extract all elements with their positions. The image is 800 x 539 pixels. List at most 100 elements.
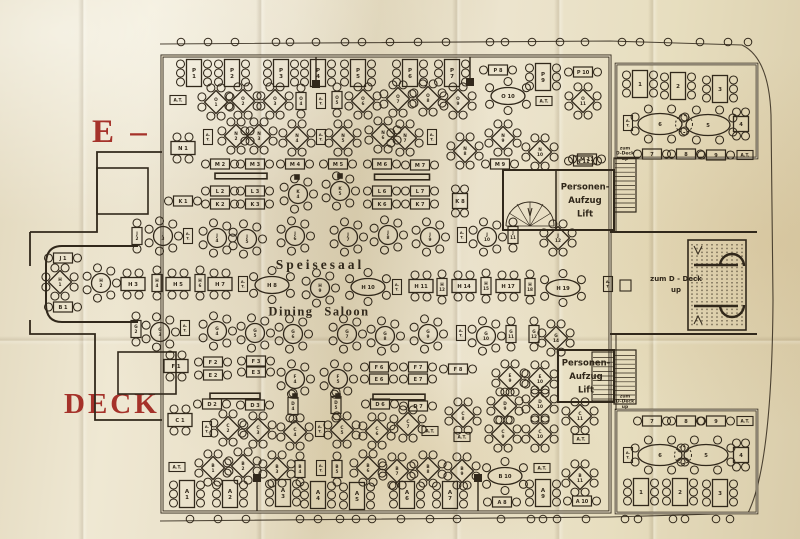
svg-text:N6: N6 bbox=[381, 130, 385, 141]
table-b10: B 10 bbox=[482, 456, 528, 496]
svg-text:5: 5 bbox=[704, 453, 708, 459]
svg-text:A.T.: A.T. bbox=[241, 279, 246, 288]
table-at: A.T. bbox=[315, 92, 327, 110]
svg-text:8: 8 bbox=[684, 419, 688, 425]
svg-text:B3: B3 bbox=[275, 464, 278, 475]
svg-text:B4: B4 bbox=[298, 464, 301, 474]
table-circle-outline bbox=[674, 446, 692, 464]
table-at: A.T. bbox=[455, 324, 467, 342]
table-h19: H 19 bbox=[540, 268, 586, 308]
svg-text:M 7: M 7 bbox=[415, 163, 426, 169]
svg-text:4: 4 bbox=[739, 453, 743, 459]
svg-text:J 1: J 1 bbox=[58, 256, 67, 262]
svg-text:K 8: K 8 bbox=[455, 199, 465, 205]
svg-text:D 6: D 6 bbox=[375, 402, 385, 408]
svg-text:G9: G9 bbox=[426, 329, 430, 340]
table-at: A.T. bbox=[533, 462, 551, 474]
svg-text:A.T.: A.T. bbox=[540, 99, 549, 105]
svg-text:G8: G8 bbox=[383, 331, 387, 342]
svg-text:E 3: E 3 bbox=[252, 370, 261, 376]
svg-text:A.T.: A.T. bbox=[395, 282, 400, 291]
svg-text:N4: N4 bbox=[295, 133, 299, 144]
table-at: A.T. bbox=[602, 275, 614, 293]
svg-text:O8: O8 bbox=[426, 93, 430, 104]
svg-text:K 3: K 3 bbox=[250, 202, 260, 208]
table-k6: K 6 bbox=[362, 198, 402, 210]
svg-text:P7: P7 bbox=[450, 68, 454, 80]
table-at: A.T. bbox=[572, 433, 590, 445]
svg-text:O 10: O 10 bbox=[501, 94, 515, 100]
svg-text:F 3: F 3 bbox=[252, 359, 261, 365]
svg-text:A9: A9 bbox=[541, 488, 546, 500]
svg-text:2: 2 bbox=[676, 84, 680, 90]
table-e7: E 7 bbox=[398, 373, 438, 385]
svg-text:3: 3 bbox=[718, 87, 722, 93]
table-m3: M 3 bbox=[235, 158, 275, 170]
spiral-staircase bbox=[505, 201, 555, 227]
table-3: 3 bbox=[701, 478, 739, 508]
svg-text:D 2: D 2 bbox=[207, 402, 217, 408]
svg-text:F 2: F 2 bbox=[209, 360, 218, 366]
svg-text:G11: G11 bbox=[508, 329, 514, 339]
svg-text:D9: D9 bbox=[503, 401, 507, 412]
table-7: 7 bbox=[632, 148, 672, 160]
table-at: A.T. bbox=[315, 459, 327, 477]
svg-text:J3: J3 bbox=[161, 231, 164, 242]
svg-text:K4: K4 bbox=[296, 189, 300, 200]
svg-text:A.T.: A.T. bbox=[460, 230, 465, 239]
svg-text:M 11: M 11 bbox=[580, 157, 594, 163]
svg-text:E10: E10 bbox=[537, 374, 543, 385]
svg-text:N 11: N 11 bbox=[577, 159, 590, 165]
table-f6: F 6 bbox=[359, 361, 399, 373]
svg-text:9: 9 bbox=[714, 153, 718, 159]
svg-text:A.T.: A.T. bbox=[430, 132, 435, 141]
table-at: A.T. bbox=[736, 415, 754, 427]
table-m9: M 9 bbox=[480, 158, 520, 170]
table-at: A.T. bbox=[168, 461, 186, 473]
table-at: A.T. bbox=[622, 446, 634, 464]
svg-text:O9: O9 bbox=[456, 96, 460, 107]
svg-text:A.T.: A.T. bbox=[319, 96, 324, 105]
svg-text:G6: G6 bbox=[291, 329, 295, 340]
svg-text:5: 5 bbox=[706, 123, 710, 129]
svg-text:Saloon: Saloon bbox=[324, 305, 369, 319]
svg-text:C4: C4 bbox=[293, 427, 296, 438]
svg-text:C2: C2 bbox=[226, 423, 229, 434]
svg-text:P4: P4 bbox=[316, 68, 320, 80]
svg-text:A.T.: A.T. bbox=[183, 323, 188, 332]
svg-text:C3: C3 bbox=[256, 425, 259, 436]
table-at: A.T. bbox=[179, 319, 191, 337]
svg-text:O7: O7 bbox=[396, 94, 400, 105]
svg-text:O2: O2 bbox=[241, 96, 245, 107]
column-marker bbox=[337, 173, 343, 179]
table-p10: P 10 bbox=[563, 66, 603, 78]
svg-text:N3: N3 bbox=[257, 131, 261, 142]
